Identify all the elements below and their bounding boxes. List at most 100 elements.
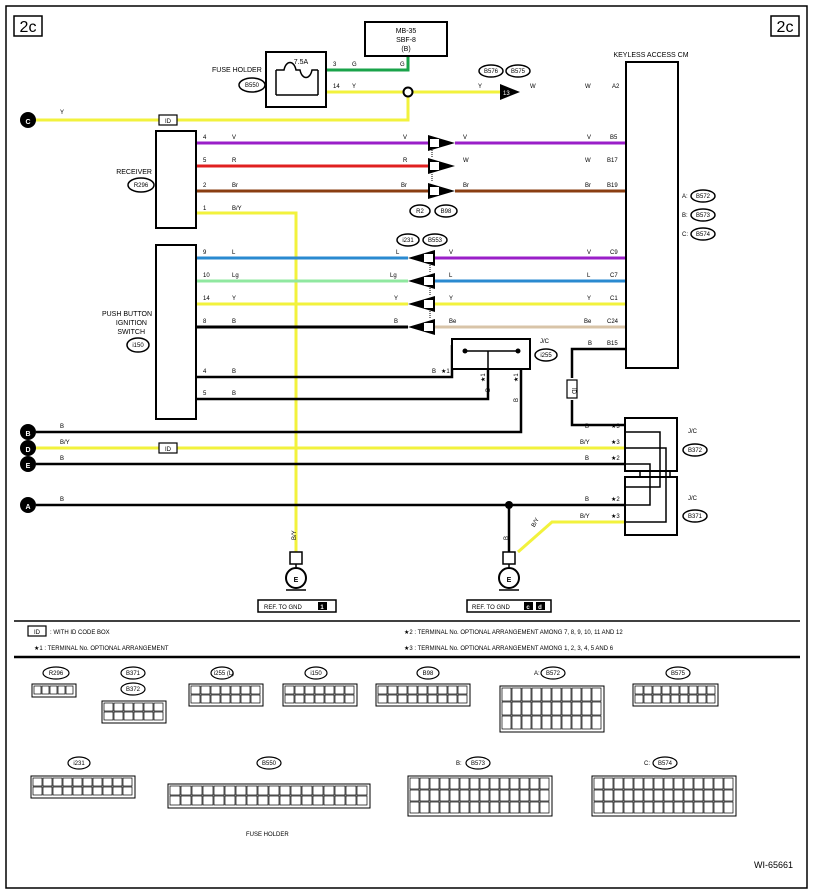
jc-row2-star: ★3 <box>611 439 620 446</box>
figure-id: WI-65661 <box>754 860 793 870</box>
cm-pin-c1: C1 <box>610 296 618 302</box>
svg-text:13: 13 <box>503 91 510 97</box>
rec-pin-2: 2 <box>203 183 207 189</box>
connector-b572-tag <box>690 189 716 203</box>
cm-pin-b17: B17 <box>607 158 618 164</box>
legend-star2: ★2 : TERMINAL No. OPTIONAL ARRANGEMENT A… <box>404 629 623 636</box>
rec-cm-wire-v: V <box>587 135 591 141</box>
connector-i150-tag <box>126 337 150 353</box>
ref-gnd-1-label: REF. TO GND <box>264 605 302 611</box>
splice-dot-a <box>505 501 513 509</box>
face-i150-label: i150 <box>310 671 322 677</box>
fuse-pin-14: 14 <box>333 84 340 90</box>
pb-pin-4: 4 <box>203 369 207 375</box>
face-b550-label: B550 <box>262 761 277 767</box>
connector-i231-b553-arrows <box>408 250 435 335</box>
connector-b371-label: B371 <box>688 514 703 520</box>
connector-b574-tag <box>690 227 716 241</box>
legend-id-box <box>27 625 47 637</box>
jc-row1-wire: B <box>585 424 589 430</box>
face-i255-grid <box>188 683 264 707</box>
cm-connector-c-prefix: C: <box>682 232 688 238</box>
page-border <box>5 5 808 889</box>
page-label-left: 2c <box>20 19 37 36</box>
pb-wire-b-mid: B <box>394 319 398 325</box>
connector-b574-label: B574 <box>696 232 711 238</box>
pb-pin-14: 14 <box>203 296 210 302</box>
connector-b550-tag <box>238 77 266 93</box>
rec-wire-v-mid: V <box>403 135 407 141</box>
face-i150-grid <box>282 683 358 707</box>
pb-wire-l-left: L <box>232 250 236 256</box>
connector-i255-label: i255 <box>540 353 552 359</box>
id-code-box-b15-label: ID <box>570 388 576 395</box>
connector-face-views <box>30 683 737 817</box>
page-label-right-box <box>770 15 800 37</box>
connector-b576-tag <box>478 64 504 78</box>
wire-b-pb5 <box>196 368 490 401</box>
face-i255-tag <box>210 666 234 680</box>
jc-row5-wire: B/Y <box>580 514 590 520</box>
jc-b372-label: J/C <box>688 429 698 435</box>
a2-wire-w: W <box>530 84 536 90</box>
wire-y-c <box>36 92 410 122</box>
jc-b371-box <box>624 476 678 536</box>
mb35-wire-g: G <box>400 62 405 68</box>
rec-cm-wire-w: W <box>585 158 591 164</box>
face-i255-label: i255 (L) <box>214 671 234 677</box>
face-b98-label: B98 <box>423 671 434 677</box>
cm-pin-c24: C24 <box>607 319 619 325</box>
ref-gnd-2-tag-d: d <box>538 605 542 611</box>
connector-r296-tag <box>127 177 155 193</box>
connector-b576-label: B576 <box>484 69 499 75</box>
pb-wire-l-right: L <box>449 273 453 279</box>
face-b573-grid <box>407 775 553 817</box>
face-b98-tag <box>416 666 440 680</box>
keyless-access-cm-box <box>625 61 679 369</box>
node-e-wire: B <box>60 456 64 462</box>
cm-pin-b15: B15 <box>607 341 618 347</box>
face-b98-grid <box>375 683 471 707</box>
jc-i255-star1-c: ★1 <box>513 373 520 382</box>
face-b371-tag <box>120 666 146 680</box>
mb35-label-1: MB-35 <box>396 28 417 35</box>
b15-wire-b: B <box>588 341 592 347</box>
pb-wire-b-left: B <box>232 319 236 325</box>
wire-by-gnd2 <box>517 520 625 554</box>
ground-2: E <box>498 551 520 591</box>
node-c: C <box>20 112 36 128</box>
a2-wire-y: Y <box>478 84 482 90</box>
jc-i255-label: J/C <box>540 339 550 345</box>
id-code-box-c <box>158 114 178 126</box>
gnd2-wire-b: B <box>504 536 510 540</box>
pb-wire-be-right: Be <box>449 319 457 325</box>
a2-cm-wire-w: W <box>585 84 591 90</box>
page-label-right: 2c <box>777 19 794 36</box>
ref-gnd-2-tag-c-box <box>524 602 533 610</box>
pb-cm-wire-be: Be <box>584 319 592 325</box>
face-r296-label: R296 <box>49 671 64 677</box>
face-b574-prefix: C: <box>644 761 650 767</box>
jc-i255-wire-b-vert-2: B <box>514 398 520 402</box>
pb-cm-wire-y: Y <box>587 296 591 302</box>
face-b573-tag <box>465 756 491 770</box>
pb-pin-8: 8 <box>203 319 207 325</box>
face-b371-b372-grid <box>101 700 167 724</box>
wire-by-receiver-gnd <box>196 211 298 552</box>
jc-row2-wire: B/Y <box>580 440 590 446</box>
fuse-wire-y: Y <box>352 84 356 90</box>
face-b572-grid <box>499 685 605 733</box>
cm-pin-c7: C7 <box>610 273 618 279</box>
face-b572-label: B572 <box>546 671 561 677</box>
ref-gnd-1-box <box>257 599 337 613</box>
svg-text:E: E <box>294 577 299 584</box>
pb-wire-b4-left: B <box>232 369 236 375</box>
jc-row4-wire: B <box>585 497 589 503</box>
node-e-label: E <box>26 463 31 470</box>
jc-i255-star1-b: ★1 <box>480 373 487 382</box>
jc-row3-star: ★2 <box>611 455 620 462</box>
pb-wire-y-right: Y <box>449 296 453 302</box>
jc-row1-star: ★3 <box>611 423 620 430</box>
cm-pin-c9: C9 <box>610 250 618 256</box>
